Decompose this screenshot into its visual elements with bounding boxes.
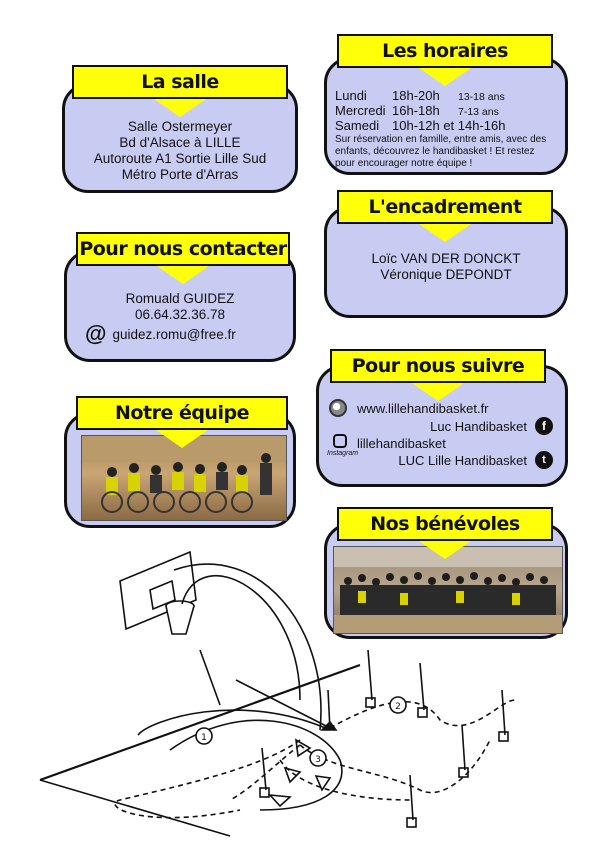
horaire-day: Lundi [335, 88, 367, 103]
horaire-day: Mercredi [335, 103, 386, 118]
horaire-age: 13-18 ans [458, 91, 505, 103]
svg-text:1: 1 [201, 733, 207, 743]
contact-name: Romuald GUIDEZ [125, 291, 235, 306]
twitter-link[interactable]: LUC Lille Handibasket [398, 453, 527, 468]
benevoles-banner: Nos bénévoles [337, 507, 553, 562]
volunteers-photo-image [334, 547, 562, 633]
team-photo-image [82, 436, 286, 513]
instagram-link[interactable]: lillehandibasket [357, 436, 446, 451]
banner-arrow-icon [155, 266, 211, 287]
salle-line: Autoroute A1 Sortie Lille Sud [93, 151, 267, 166]
banner-arrow-icon [154, 430, 210, 451]
encadrement-banner: L'encadrement [337, 190, 553, 245]
contact-title: Pour nous contacter [76, 232, 290, 266]
svg-text:2: 2 [395, 702, 401, 712]
globe-icon [329, 399, 347, 417]
horaires-title: Les horaires [337, 34, 553, 68]
equipe-banner: Notre équipe [76, 396, 288, 451]
contact-phone: 06.64.32.36.78 [134, 307, 226, 322]
suivre-banner: Pour nous suivre [330, 349, 546, 404]
benevoles-title: Nos bénévoles [337, 507, 553, 541]
horaire-row: Samedi 10h-12h et 14h-16h [335, 118, 505, 133]
horaire-day: Samedi [335, 118, 380, 133]
encadrement-line: Véronique DEPONDT [380, 267, 512, 282]
contact-card: Romuald GUIDEZ 06.64.32.36.78 @ guidez.r… [64, 250, 296, 362]
encadrement-title: L'encadrement [337, 190, 553, 224]
horaire-row: Mercredi 16h-18h 7-13 ans [335, 103, 499, 118]
contact-banner: Pour nous contacter [76, 232, 290, 287]
horaire-time: 10h-12h et 14h-16h [392, 118, 506, 133]
banner-arrow-icon [417, 541, 473, 562]
banner-arrow-icon [152, 99, 208, 120]
at-icon: @ [85, 321, 107, 346]
encadrement-line: Loïc VAN DER DONCKT [371, 251, 521, 266]
horaire-row: Lundi 18h-20h 13-18 ans [335, 88, 505, 103]
twitter-icon: t [535, 451, 553, 469]
salle-line: Bd d'Alsace à LILLE [119, 135, 241, 150]
instagram-caption: Instagram [327, 450, 359, 457]
svg-text:3: 3 [315, 755, 321, 765]
horaire-time: 16h-18h [392, 103, 440, 118]
facebook-icon: f [535, 417, 553, 435]
instagram-icon [333, 434, 347, 448]
volunteers-photo [333, 546, 563, 634]
salle-title: La salle [72, 65, 288, 99]
banner-arrow-icon [417, 224, 473, 245]
suivre-title: Pour nous suivre [330, 349, 546, 383]
salle-line: Métro Porte d'Arras [121, 167, 239, 182]
banner-arrow-icon [410, 383, 466, 404]
facebook-link[interactable]: Luc Handibasket [430, 419, 527, 434]
horaire-age: 7-13 ans [458, 106, 499, 118]
horaire-time: 18h-20h [392, 88, 440, 103]
horaires-note: Sur réservation en famille, entre amis, … [335, 134, 547, 169]
horaires-card: Lundi 18h-20h 13-18 ans Mercredi 16h-18h 7-1… [324, 57, 568, 175]
contact-email[interactable]: guidez.romu@free.fr [112, 326, 236, 342]
website-link[interactable]: www.lillehandibasket.fr [357, 401, 489, 416]
horaires-banner: Les horaires [337, 34, 553, 89]
salle-banner: La salle [72, 65, 288, 120]
banner-arrow-icon [417, 68, 473, 89]
salle-line: Salle Ostermeyer [127, 119, 233, 134]
equipe-title: Notre équipe [76, 396, 288, 430]
